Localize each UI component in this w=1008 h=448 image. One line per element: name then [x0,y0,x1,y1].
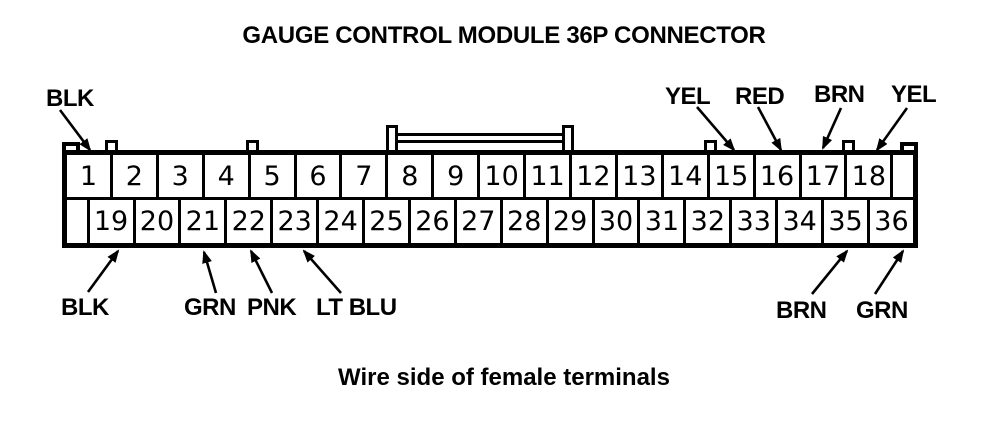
pin-cell: 23 [270,200,316,243]
bridge-post-right [562,125,574,151]
pin-cell: 14 [660,155,707,197]
blank-cavity [890,155,913,197]
connector-tab [105,140,118,151]
pin-cell: 1 [79,160,98,192]
arrow-blk-to-pin19 [86,249,120,293]
arrow-ltblu-to-pin23 [302,249,342,294]
pin-cell: 8 [385,155,431,197]
pin-cell: 5 [247,155,294,197]
pin-cell: 6 [293,155,340,197]
pin-cell: 18 [844,155,890,197]
pin-cell: 20 [132,200,179,243]
pin-cell: 9 [431,155,477,197]
pin-cell: 19 [86,200,133,243]
pin-cell: 7 [339,155,385,197]
wire-color-label: GRN [184,294,236,321]
diagram-caption: Wire side of female terminals [338,364,670,391]
pin-cell: 26 [407,200,454,243]
pin-cell: 4 [201,155,248,197]
pin-cell: 36 [867,200,913,243]
pin-cell: 21 [178,200,224,243]
pin-cell: 11 [523,155,569,197]
arrow-pnk-to-pin22 [249,249,274,294]
pin-cell: 2 [109,155,156,197]
wire-color-label: LT BLU [316,294,397,321]
pin-cell: 24 [316,200,362,243]
pin-cell: 22 [224,200,270,243]
pin-cell: 32 [683,200,729,243]
pin-cell: 10 [477,155,523,197]
pin-cell: 27 [453,200,500,243]
wire-color-label: PNK [247,294,297,321]
bridge-post-left [386,125,398,151]
pin-cell: 17 [798,155,845,197]
pin-cell: 25 [362,200,408,243]
pin-cell: 30 [591,200,638,243]
wire-color-label: BRN [776,297,827,324]
pin-cell: 31 [637,200,683,243]
arrow-grn-to-pin36 [873,249,905,295]
arrow-brn-to-pin17 [821,107,843,150]
pin-cell: 16 [752,155,799,197]
arrow-grn-to-pin21 [202,250,218,294]
wire-color-label: YEL [891,81,937,108]
diagram-title: GAUGE CONTROL MODULE 36P CONNECTOR [242,22,766,49]
wire-color-label: BLK [61,294,109,321]
wire-color-label: RED [735,83,785,110]
connector-tab [246,140,259,151]
pin-cell: 34 [775,200,821,243]
pin-cell: 33 [729,200,775,243]
wire-color-label: BRN [814,81,865,108]
pin-cell: 29 [545,200,592,243]
connector-tab [842,140,855,151]
pin-cell: 15 [706,155,753,197]
arrow-brn-to-pin35 [810,249,849,295]
wire-color-label: GRN [856,297,908,324]
arrow-red-to-pin16 [756,106,783,152]
pin-cell: 3 [155,155,202,197]
blank-cavity [67,200,87,243]
pin-cell: 28 [499,200,546,243]
pin-cell: 13 [614,155,661,197]
pin-cell: 12 [568,155,615,197]
wire-color-label: YEL [665,83,711,110]
pin-cell: 35 [821,200,867,243]
bridge-bar [398,133,562,143]
wire-color-label: BLK [46,85,94,112]
